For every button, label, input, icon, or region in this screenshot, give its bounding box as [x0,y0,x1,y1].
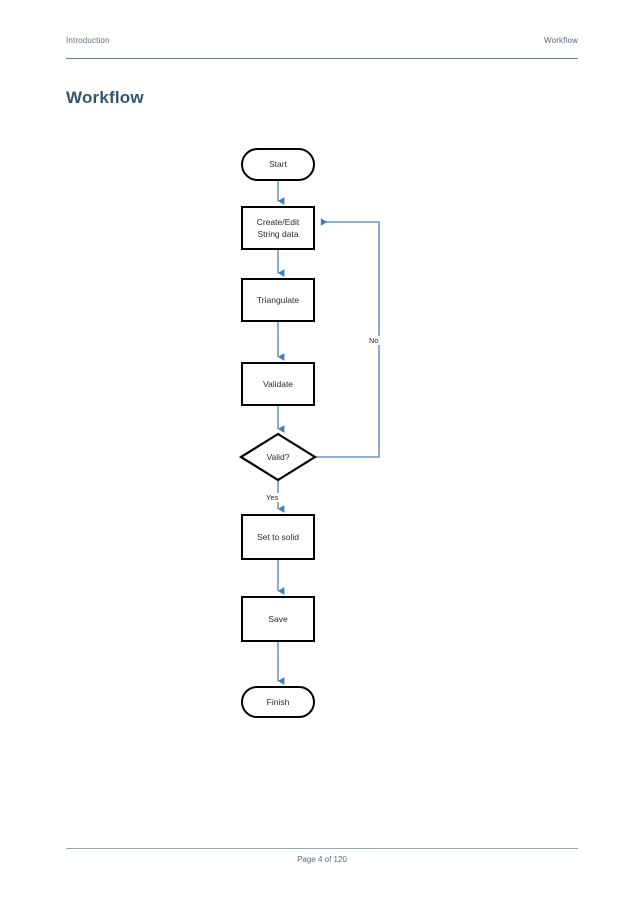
document-header: Introduction Workflow [66,36,578,45]
decision-diamond-valid [238,432,318,482]
flow-node-create-edit-line2: String data [257,229,299,239]
flow-node-validate: Validate [241,362,315,406]
flow-node-set-to-solid-label: Set to solid [256,531,300,542]
flow-node-triangulate: Triangulate [241,278,315,322]
page-title: Workflow [66,88,144,107]
footer-divider [66,848,578,849]
flow-node-triangulate-label: Triangulate [256,294,300,305]
edge-label-yes: Yes [265,493,280,502]
flow-node-create-edit: Create/Edit String data [241,206,315,250]
flow-node-set-to-solid: Set to solid [241,514,315,560]
flow-node-save: Save [241,596,315,642]
flow-node-create-edit-line1: Create/Edit [256,216,300,227]
flow-node-valid: Valid? [241,434,315,480]
flow-node-valid-label: Valid? [266,452,290,462]
flow-node-start: Start [241,148,315,181]
page-number: Page 4 of 120 [297,855,347,864]
header-left-text: Introduction [66,36,110,45]
header-divider [66,58,578,59]
header-right-text: Workflow [544,36,578,45]
flow-node-start-label: Start [269,159,287,170]
flow-node-finish: Finish [241,686,315,718]
flow-node-save-label: Save [268,613,288,624]
flow-node-create-edit-label: Create/Edit String data [257,216,300,241]
flow-node-validate-label: Validate [262,378,294,389]
flow-node-finish-label: Finish [266,696,290,707]
edge-label-no: No [368,336,380,345]
